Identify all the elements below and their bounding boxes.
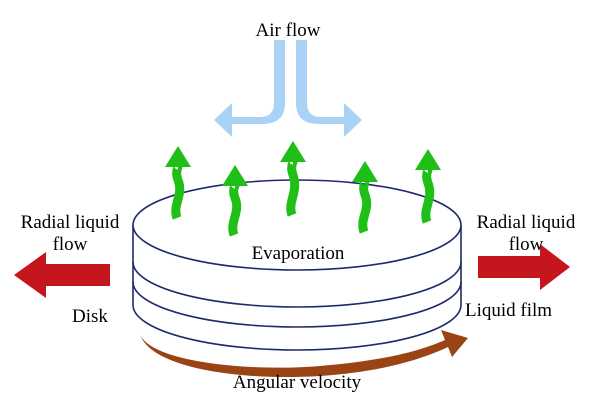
radial-flow-arrow-right [478, 244, 570, 290]
evaporation-arrow [171, 160, 185, 220]
evaporation-arrow [421, 163, 435, 224]
radial-flow-right-label-line1: Radial liquid [476, 212, 576, 233]
liquid-film-label: Liquid film [465, 300, 553, 321]
air-flow-arrow [214, 40, 362, 137]
evaporation-arrowheads [165, 141, 441, 186]
radial-flow-right-label-line2: flow [508, 234, 544, 255]
radial-flow-arrow-left [14, 252, 110, 298]
evaporation-arrow [358, 175, 372, 234]
angular-velocity-label: Angular velocity [232, 372, 362, 393]
radial-flow-left-label-line2: flow [52, 234, 88, 255]
evaporation-arrow [228, 179, 242, 237]
radial-flow-left-label-line1: Radial liquid [20, 212, 120, 233]
evaporation-label: Evaporation [251, 243, 345, 264]
air-flow-label: Air flow [255, 20, 321, 41]
evaporation-arrow [286, 155, 300, 217]
disk [132, 179, 462, 351]
disk-label: Disk [72, 306, 108, 327]
angular-velocity-arrow [140, 330, 468, 378]
